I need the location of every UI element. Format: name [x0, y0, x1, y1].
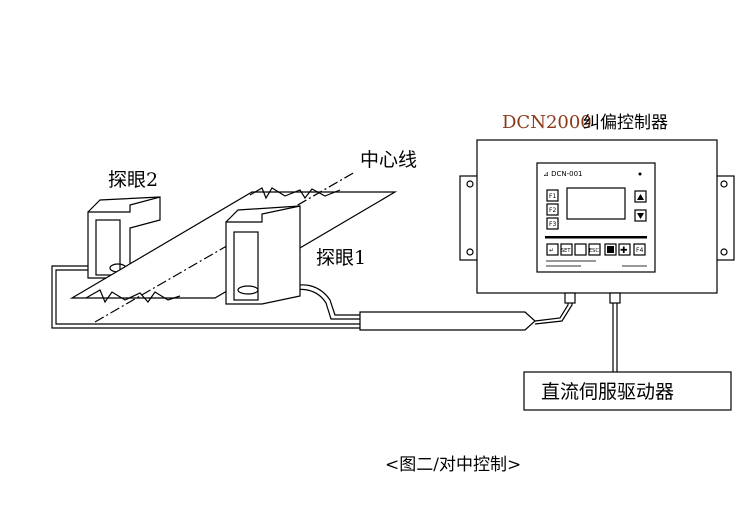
svg-text:SET: SET [561, 248, 571, 254]
key-f4[interactable]: F4 [633, 243, 646, 256]
panel-divider [545, 236, 647, 239]
key-esc[interactable]: ESC [588, 243, 601, 256]
sensor-1 [225, 205, 301, 305]
sensor-1-label: 探眼1 [316, 247, 366, 269]
svg-text:F4: F4 [636, 247, 643, 254]
key-f3[interactable]: F3 [546, 217, 559, 230]
key-enter[interactable]: ↵ [546, 243, 559, 256]
svg-text:F1: F1 [549, 193, 556, 200]
key-up[interactable] [634, 190, 647, 203]
svg-text:F2: F2 [549, 207, 556, 214]
svg-text:↵: ↵ [549, 247, 554, 254]
servo-driver-box [523, 371, 732, 411]
display-screen [566, 187, 626, 220]
svg-text:⊿ DCN-001: ⊿ DCN-001 [543, 170, 583, 178]
svg-text:✚: ✚ [620, 246, 628, 256]
key-f2[interactable]: F2 [546, 203, 559, 216]
sensor-2 [87, 196, 161, 279]
key-f1[interactable]: F1 [546, 189, 559, 202]
controller-name: 纠偏控制器 [583, 113, 668, 133]
key-set[interactable]: SET [560, 243, 573, 256]
svg-text:ESC: ESC [589, 248, 599, 254]
servo-driver-label: 直流伺服驱动器 [541, 381, 674, 403]
key-blank[interactable] [574, 243, 587, 256]
svg-text:F3: F3 [549, 221, 556, 228]
driver-cable [612, 303, 618, 372]
sensor-2-label: 探眼2 [108, 169, 158, 191]
centerline-label: 中心线 [360, 149, 417, 171]
key-center[interactable]: ✚ [618, 243, 631, 256]
controller-model: DCN2000 [502, 112, 592, 133]
cable-sleeve [359, 296, 573, 331]
key-down[interactable] [634, 209, 647, 222]
figure-caption: <图二/对中控制> [385, 455, 521, 475]
key-auto[interactable] [604, 243, 617, 256]
center-line [94, 171, 356, 323]
